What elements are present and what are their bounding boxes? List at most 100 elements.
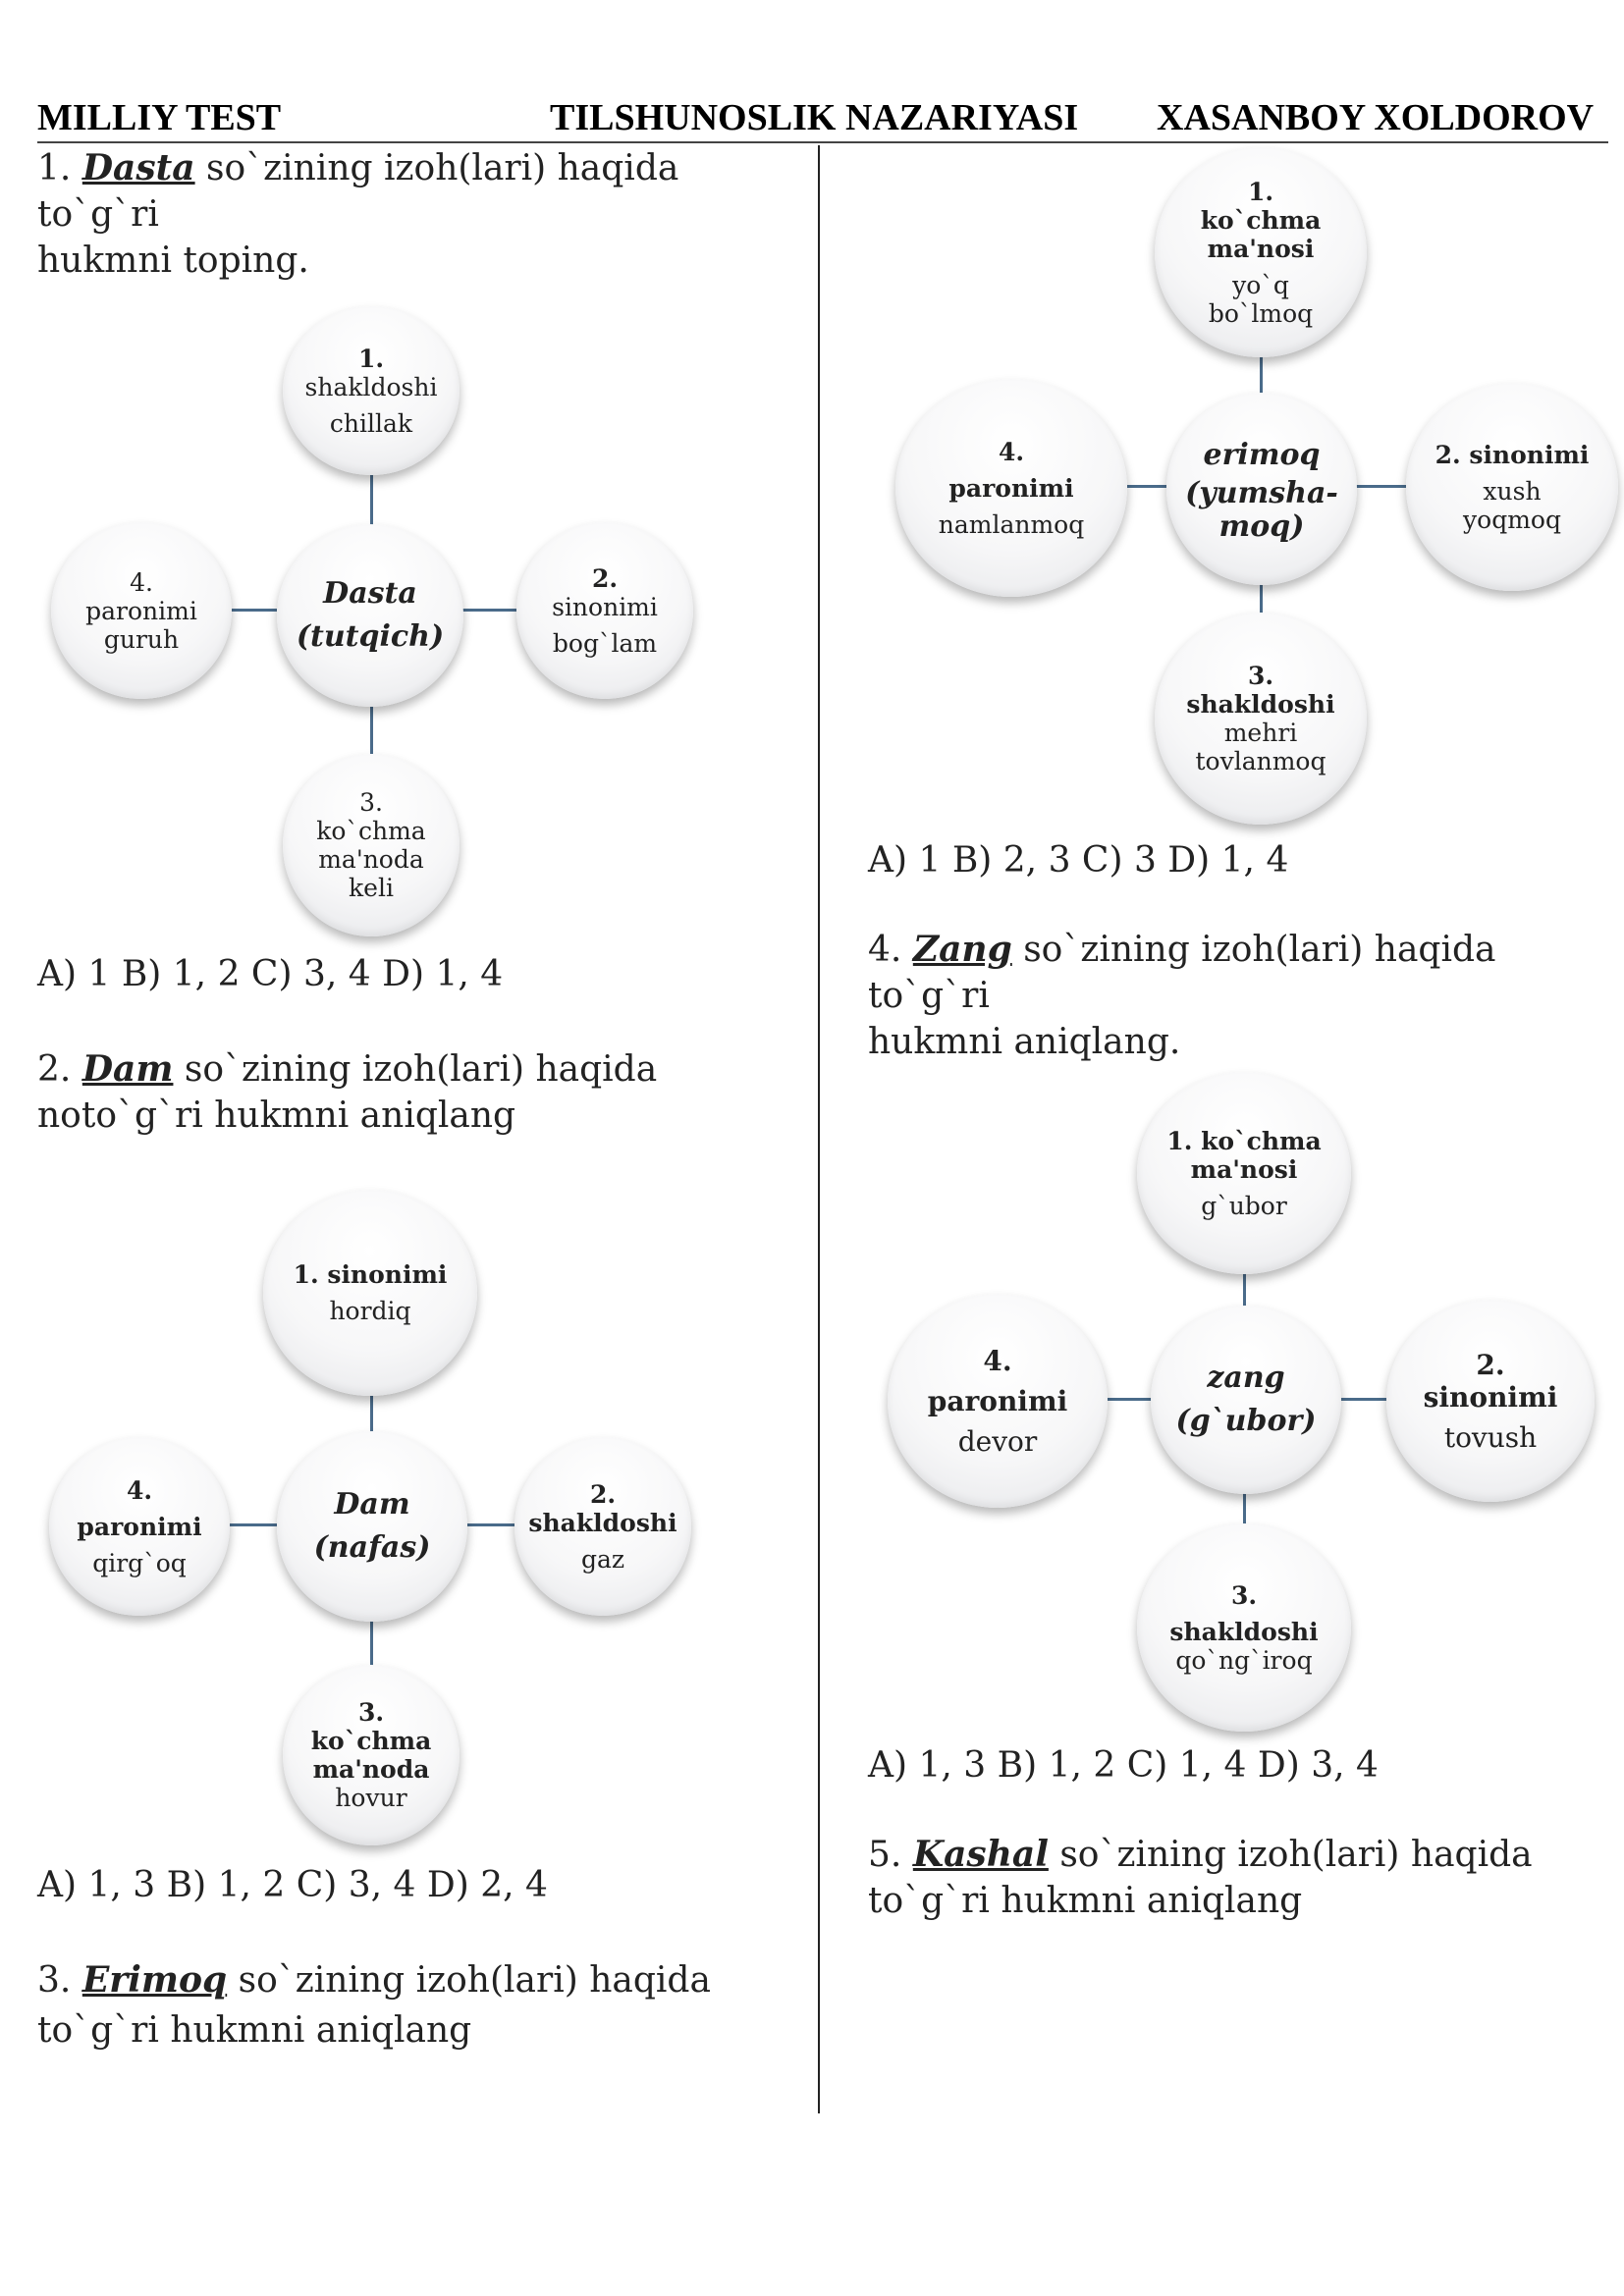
q4-top-label: 1. ko`chma	[1166, 1126, 1322, 1155]
q3-right-label: 2. sinonimi	[1435, 440, 1590, 469]
q4-circle-left: 4. paronimi devor	[888, 1294, 1108, 1508]
q2-circle-center: Dam (nafas)	[277, 1431, 467, 1622]
q2-top-line1: hordiq	[329, 1297, 411, 1325]
q4-center-line1: zang	[1207, 1361, 1285, 1395]
q1-left-label: 4.	[130, 567, 153, 597]
q2-connector-top	[370, 1392, 373, 1441]
question-4: 4. Zang so`zining izoh(lari) haqida to`g…	[868, 927, 1602, 1065]
q4-left-label2: paronimi	[927, 1384, 1068, 1417]
q2-left-label2: paronimi	[77, 1512, 202, 1541]
q4-number: 4.	[868, 930, 902, 970]
q5-text2: to`g`ri hukmni aniqlang	[868, 1881, 1303, 1921]
q3-left-label2: paronimi	[948, 473, 1074, 503]
q4-top-label2: ma'nosi	[1190, 1154, 1298, 1184]
q1-top-line2: chillak	[329, 408, 413, 438]
q4-top-line1: g`ubor	[1201, 1191, 1287, 1220]
q1-bottom-line2: ma'noda	[318, 845, 424, 874]
q1-top-line1: shakldoshi	[304, 372, 438, 401]
q4-circle-bottom: 3. shakldoshi qo`ng`iroq	[1137, 1523, 1351, 1732]
q1-circle-bottom: 3. ko`chma ma'noda keli	[283, 754, 460, 936]
q5-word: Kashal	[912, 1834, 1049, 1875]
q1-circle-left: 4. paronimi guruh	[51, 522, 232, 699]
q4-connector-bottom	[1243, 1492, 1246, 1525]
q3-right-line1: xush	[1483, 476, 1542, 506]
q1-connector-left	[232, 609, 277, 612]
q3-top-line1: yo`q	[1232, 270, 1289, 299]
q5-text1: so`zining izoh(lari) haqida	[1048, 1835, 1533, 1875]
q4-right-label: 2.	[1476, 1348, 1505, 1381]
q2-left-line1: qirg`oq	[92, 1548, 187, 1577]
q4-text1: so`zining izoh(lari) haqida to`g`ri	[868, 930, 1496, 1016]
q2-text2: noto`g`ri hukmni aniqlang	[37, 1095, 516, 1136]
q4-circle-center: zang (g`ubor)	[1151, 1306, 1341, 1494]
q2-circle-top: 1. sinonimi hordiq	[263, 1190, 477, 1396]
q3-center-line2: (yumsha-	[1185, 476, 1338, 510]
q3-top-line2: bo`lmoq	[1208, 298, 1314, 328]
q2-right-line1: gaz	[580, 1544, 625, 1574]
q4-left-line1: devor	[957, 1424, 1038, 1458]
header-divider	[37, 141, 1608, 143]
q2-right-label: 2.	[589, 1479, 617, 1509]
q3-bottom-label2: shakldoshi	[1186, 690, 1335, 719]
q3-number: 3.	[37, 1960, 72, 2001]
q2-connector-bottom	[370, 1616, 373, 1667]
q2-circle-bottom: 3. ko`chma ma'noda hovur	[283, 1665, 460, 1845]
q3-circle-right: 2. sinonimi xush yoqmoq	[1406, 383, 1618, 591]
q1-number: 1.	[37, 148, 72, 188]
q1-top-label: 1.	[357, 344, 385, 373]
q3-text1: so`zining izoh(lari) haqida	[227, 1960, 711, 2001]
q4-answers: A) 1, 3 B) 1, 2 C) 1, 4 D) 3, 4	[868, 1745, 1379, 1786]
q4-left-label: 4.	[983, 1344, 1012, 1377]
q2-center-line2: (nafas)	[313, 1530, 431, 1565]
q2-connector-right	[467, 1523, 514, 1526]
q3-text2: to`g`ri hukmni aniqlang	[37, 2010, 472, 2051]
q3-top-label3: ma'nosi	[1207, 234, 1315, 263]
q4-bottom-label: 3.	[1230, 1580, 1258, 1610]
q1-bottom-label: 3.	[359, 788, 383, 817]
q1-center-line2: (tutqich)	[296, 619, 445, 654]
q3-circle-center: erimoq (yumsha- moq)	[1166, 393, 1357, 585]
q4-circle-right: 2. sinonimi tovush	[1386, 1300, 1595, 1502]
q4-right-label2: sinonimi	[1423, 1380, 1558, 1414]
q1-word: Dasta	[81, 147, 195, 188]
q2-left-label: 4.	[126, 1475, 153, 1505]
q4-text2: hukmni aniqlang.	[868, 1022, 1181, 1062]
question-1: 1. Dasta so`zining izoh(lari) haqida to`…	[37, 145, 772, 284]
q3-center-line3: moq)	[1218, 509, 1305, 544]
q4-bottom-line1: qo`ng`iroq	[1175, 1645, 1313, 1675]
q1-bottom-line3: keli	[349, 874, 394, 902]
q2-center-line1: Dam	[334, 1487, 410, 1522]
q3-connector-left	[1127, 485, 1166, 488]
q1-connector-top	[370, 469, 373, 534]
q1-connector-bottom	[370, 705, 373, 754]
q1-circle-right: 2. sinonimi bog`lam	[516, 522, 693, 699]
header-center: TILSHUNOSLIK NAZARIYASI	[550, 97, 1079, 138]
question-3: 3. Erimoq so`zining izoh(lari) haqida to…	[37, 1957, 772, 2054]
q1-connector-right	[461, 609, 516, 612]
q2-number: 2.	[37, 1049, 72, 1090]
q3-circle-top: 1. ko`chma ma'nosi yo`q bo`lmoq	[1155, 147, 1367, 357]
q1-center-line1: Dasta	[323, 576, 417, 611]
q1-text2: hukmni toping.	[37, 240, 309, 281]
q2-connector-left	[230, 1523, 277, 1526]
q3-word: Erimoq	[81, 1959, 228, 2001]
q4-word: Zang	[912, 929, 1012, 970]
q4-right-line1: tovush	[1443, 1420, 1538, 1454]
q3-bottom-line1: mehri	[1223, 719, 1298, 747]
q4-connector-left	[1108, 1398, 1153, 1401]
q4-circle-top: 1. ko`chma ma'nosi g`ubor	[1137, 1072, 1351, 1274]
q2-bottom-label3: ma'noda	[312, 1755, 430, 1784]
q1-right-line2: bog`lam	[552, 628, 658, 658]
q3-top-label2: ko`chma	[1200, 205, 1322, 235]
q4-bottom-label2: shakldoshi	[1169, 1617, 1319, 1646]
header-right: XASANBOY XOLDOROV	[1157, 97, 1595, 138]
question-5: 5. Kashal so`zining izoh(lari) haqida to…	[868, 1832, 1602, 1924]
q3-left-line1: namlanmoq	[938, 509, 1085, 539]
q2-answers: A) 1, 3 B) 1, 2 C) 3, 4 D) 2, 4	[37, 1865, 548, 1905]
q1-circle-top: 1. shakldoshi chillak	[283, 306, 460, 475]
q4-center-line2: (g`ubor)	[1175, 1404, 1317, 1438]
q3-circle-bottom: 3. shakldoshi mehri tovlanmoq	[1155, 613, 1367, 825]
question-2: 2. Dam so`zining izoh(lari) haqida noto`…	[37, 1046, 772, 1139]
q1-answers: A) 1 B) 1, 2 C) 3, 4 D) 1, 4	[37, 954, 504, 994]
q2-right-label2: shakldoshi	[528, 1508, 677, 1537]
